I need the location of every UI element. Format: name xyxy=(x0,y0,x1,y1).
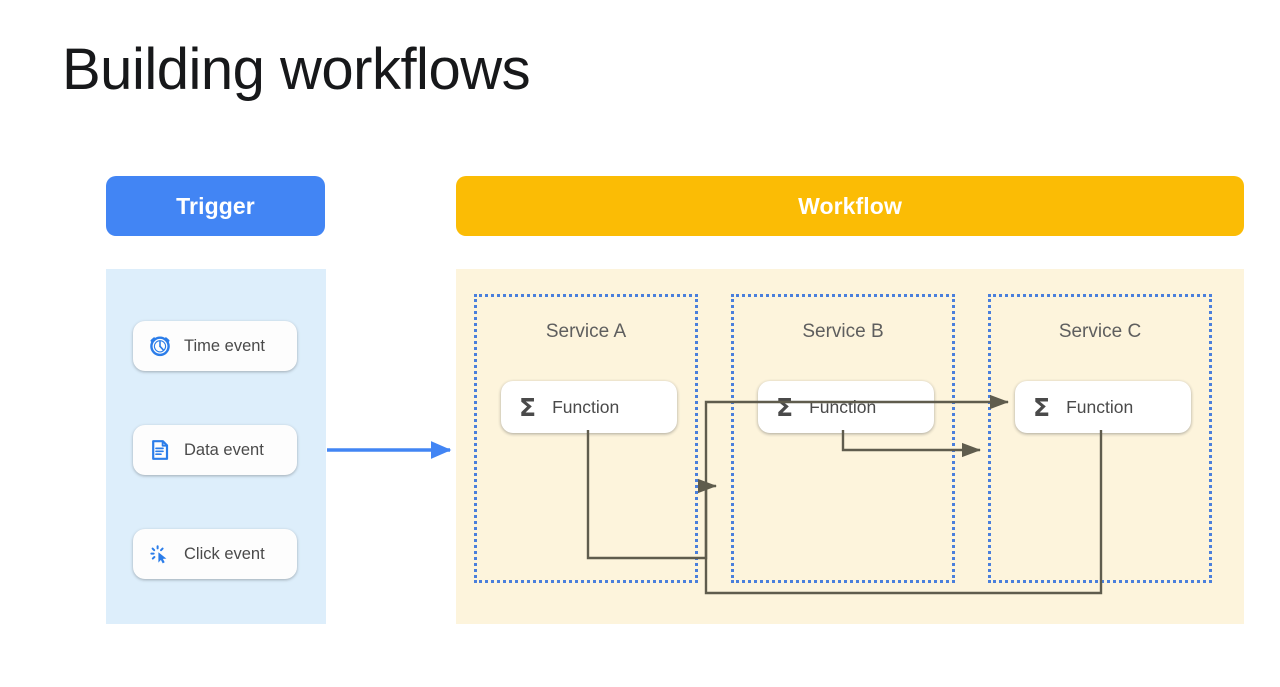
sigma-icon: Σ xyxy=(1033,392,1051,422)
service-box-b: Service B Σ Function xyxy=(731,294,955,583)
function-label: Function xyxy=(1066,396,1134,417)
page-title: Building workflows xyxy=(62,37,531,102)
function-card-a[interactable]: Σ Function xyxy=(501,381,677,433)
sigma-icon: Σ xyxy=(519,392,537,422)
trigger-header: Trigger xyxy=(106,176,325,236)
trigger-event-data[interactable]: Data event xyxy=(133,425,297,475)
trigger-event-time[interactable]: Time event xyxy=(133,321,297,371)
workflow-panel: Service A Σ Function Service B Σ Functio… xyxy=(456,269,1244,624)
sigma-icon: Σ xyxy=(776,392,794,422)
service-box-c: Service C Σ Function xyxy=(988,294,1212,583)
trigger-panel: Time event Data event xyxy=(106,269,326,624)
function-card-b[interactable]: Σ Function xyxy=(758,381,934,433)
workflow-header: Workflow xyxy=(456,176,1244,236)
trigger-header-label: Trigger xyxy=(176,192,255,219)
trigger-event-label: Data event xyxy=(184,440,264,459)
clock-icon xyxy=(147,333,173,359)
trigger-event-label: Click event xyxy=(184,544,265,563)
function-card-c[interactable]: Σ Function xyxy=(1015,381,1191,433)
service-box-a: Service A Σ Function xyxy=(474,294,698,583)
trigger-event-label: Time event xyxy=(184,336,266,355)
trigger-event-click[interactable]: Click event xyxy=(133,529,297,579)
function-label: Function xyxy=(552,396,620,417)
document-icon xyxy=(147,437,173,463)
click-cursor-icon xyxy=(147,541,173,567)
service-label: Service A xyxy=(545,321,627,342)
function-label: Function xyxy=(809,396,877,417)
workflow-header-label: Workflow xyxy=(798,192,902,219)
service-label: Service C xyxy=(1058,321,1142,342)
service-label: Service B xyxy=(802,321,884,342)
